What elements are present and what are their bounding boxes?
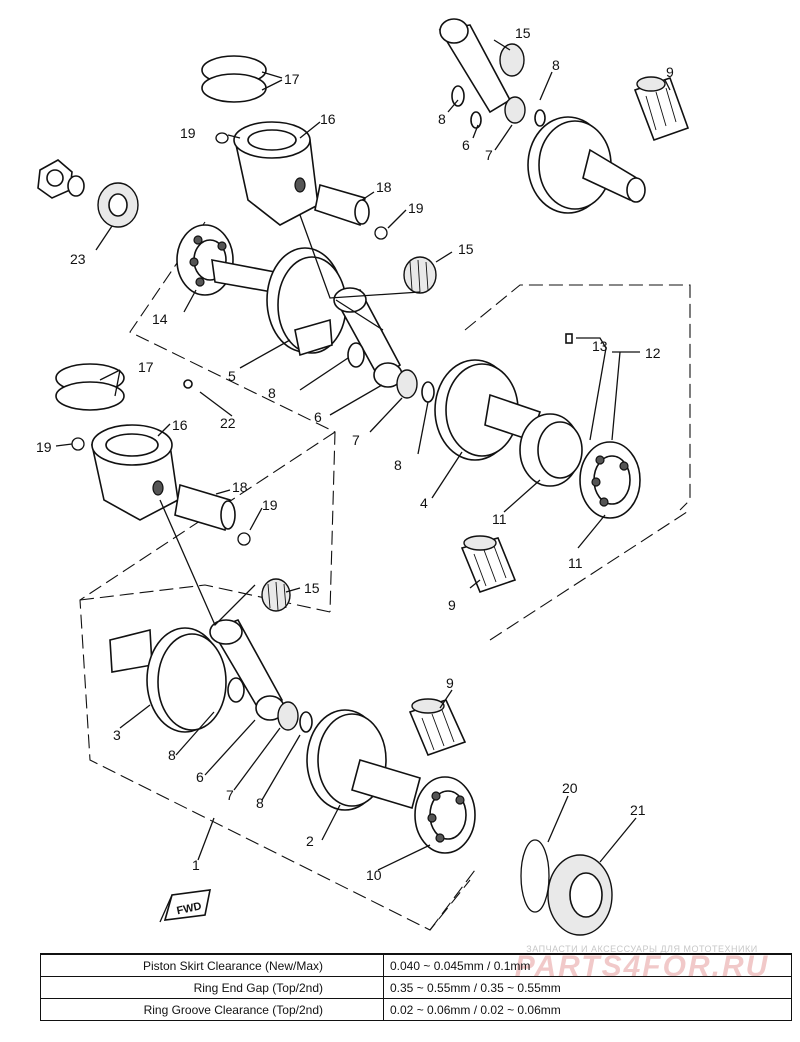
callout-11: 11: [492, 511, 507, 527]
fwd-arrow: FWD: [159, 889, 212, 923]
callout-19: 19: [262, 497, 278, 513]
callout-17: 17: [284, 71, 300, 87]
crank-assembly-top-right: [438, 18, 646, 214]
callout-15: 15: [515, 25, 531, 41]
crank-3: [109, 627, 227, 733]
callout-14: 14: [152, 311, 168, 327]
crank-pin-lower: [408, 698, 467, 757]
callout-9: 9: [448, 597, 456, 613]
spec-value: 0.02 ~ 0.06mm / 0.02 ~ 0.06mm: [383, 998, 792, 1021]
callout-10: 10: [366, 867, 382, 883]
callout-15: 15: [304, 580, 320, 596]
washer-8-e: [299, 711, 313, 733]
callout-1: 1: [192, 857, 200, 873]
piston-pin-lower: [174, 483, 236, 532]
callout-19: 19: [36, 439, 52, 455]
connecting-rod-upper-right: [333, 287, 403, 388]
assembly-boundary-lower: [79, 431, 691, 931]
bearing-14: [176, 224, 234, 296]
connecting-rod-lower: [209, 619, 285, 721]
callout-8: 8: [268, 385, 276, 401]
circlip-19-d: [237, 532, 251, 546]
circlip-19-b: [374, 226, 388, 240]
callout-7: 7: [226, 787, 234, 803]
table-row: Ring End Gap (Top/2nd) 0.35 ~ 0.55mm / 0…: [40, 976, 792, 999]
pin-22: [183, 379, 193, 389]
exploded-crankshaft-diagram: FWD: [36, 18, 691, 936]
callout-18: 18: [232, 479, 248, 495]
callout-3: 3: [113, 727, 121, 743]
circlip-20: [520, 839, 550, 913]
piston-rings-upper: [201, 55, 267, 103]
piston-lower: [91, 424, 179, 521]
watermark-tagline: ЗАПЧАСТИ И АКСЕССУАРЫ ДЛЯ МОТОТЕХНИКИ: [526, 944, 758, 954]
fwd-label: FWD: [176, 900, 203, 917]
oil-seal-21: [547, 854, 613, 936]
spec-value: 0.040 ~ 0.045mm / 0.1mm: [383, 953, 792, 977]
callout-8: 8: [168, 747, 176, 763]
washer-8-c: [421, 381, 435, 403]
crank-nut: [37, 159, 85, 199]
bearing-11: [579, 441, 641, 519]
callout-8: 8: [256, 795, 264, 811]
crank-5: [211, 247, 347, 357]
callout-21: 21: [630, 802, 646, 818]
oil-seal-23: [97, 182, 139, 228]
table-row: Piston Skirt Clearance (New/Max) 0.040 ~…: [40, 953, 792, 977]
callout-18: 18: [376, 179, 392, 195]
callout-9: 9: [666, 64, 674, 80]
piston-upper: [233, 121, 319, 226]
callout-8: 8: [552, 57, 560, 73]
callout-20: 20: [562, 780, 578, 796]
callout-11: 11: [568, 555, 583, 571]
spec-value: 0.35 ~ 0.55mm / 0.35 ~ 0.55mm: [383, 976, 792, 999]
spec-label: Ring End Gap (Top/2nd): [40, 976, 384, 999]
callout-4: 4: [420, 495, 428, 511]
callout-16: 16: [172, 417, 188, 433]
callout-23: 23: [70, 251, 86, 267]
spec-label: Piston Skirt Clearance (New/Max): [40, 953, 384, 977]
callout-15: 15: [458, 241, 474, 257]
callout-19: 19: [408, 200, 424, 216]
callout-22: 22: [220, 415, 236, 431]
needle-bearing-15-c: [261, 578, 291, 612]
spec-label: Ring Groove Clearance (Top/2nd): [40, 998, 384, 1021]
piston-rings-lower: [55, 363, 125, 411]
needle-bearing-7-b: [396, 369, 418, 399]
callout-12: 12: [645, 345, 661, 361]
crank-pin-mid: [460, 535, 517, 594]
callout-6: 6: [314, 409, 322, 425]
table-row: Ring Groove Clearance (Top/2nd) 0.02 ~ 0…: [40, 998, 792, 1021]
circlip-19-c: [71, 437, 85, 451]
crank-2: [306, 709, 421, 811]
callout-5: 5: [228, 368, 236, 384]
bearing-10: [414, 776, 476, 854]
callout-19: 19: [180, 125, 196, 141]
specification-table: Piston Skirt Clearance (New/Max) 0.040 ~…: [40, 953, 792, 1021]
callout-17: 17: [138, 359, 154, 375]
circlip-19-a: [215, 132, 229, 144]
callout-9: 9: [446, 675, 454, 691]
callout-6: 6: [196, 769, 204, 785]
crank-pin-top: [633, 76, 690, 142]
callout-13: 13: [592, 338, 608, 354]
callout-7: 7: [485, 147, 493, 163]
seal-13-12: [519, 333, 583, 487]
callout-6: 6: [462, 137, 470, 153]
callout-labels: 15 8 9 8 6 7 17 19 16 18 19 23 15 14 13 …: [36, 25, 674, 883]
needle-bearing-7-c: [277, 701, 299, 731]
piston-pin-upper: [314, 183, 370, 227]
needle-bearing-15-a: [403, 256, 437, 294]
crank-4: [434, 359, 542, 461]
callout-16: 16: [320, 111, 336, 127]
assembly-boundary-upper: [129, 221, 691, 613]
callout-8: 8: [438, 111, 446, 127]
callout-7: 7: [352, 432, 360, 448]
callout-8: 8: [394, 457, 402, 473]
callout-2: 2: [306, 833, 314, 849]
leader-lines: [55, 39, 671, 871]
